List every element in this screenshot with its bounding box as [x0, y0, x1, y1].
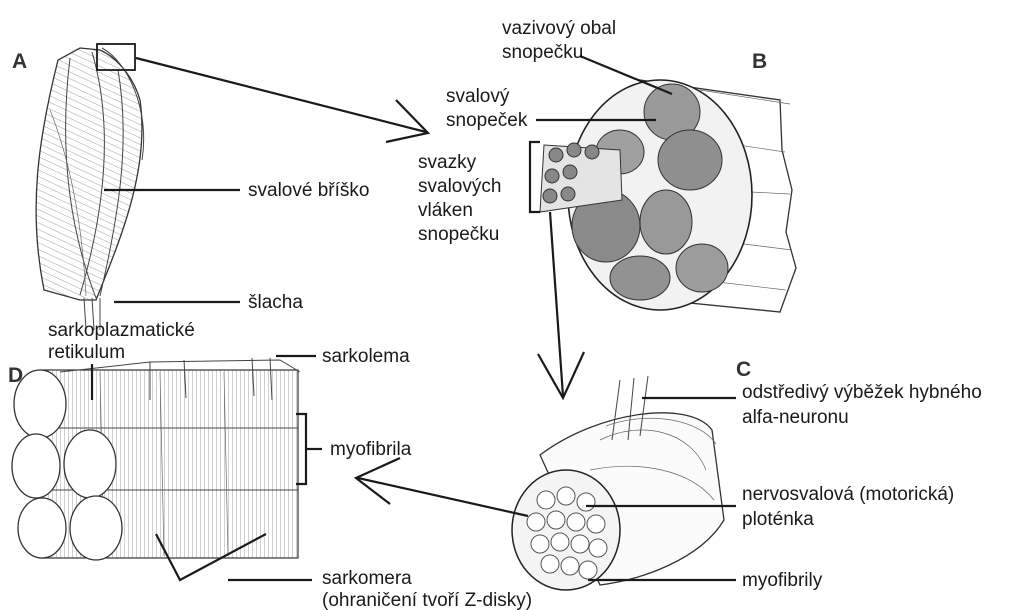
myofibrils-label: myofibrily: [742, 570, 823, 591]
sarcomere-label-line1: sarkomera: [322, 568, 412, 589]
sarcolemma-label: sarkolema: [322, 346, 410, 367]
bundles-label-line3: vláken: [418, 200, 473, 221]
panel-b: B vazivový obal snopečku svalový snopeče: [418, 18, 796, 312]
sr-label-line2: retikulum: [48, 342, 125, 363]
panel-b-letter: B: [752, 50, 767, 73]
zoom-arrow-c-to-d: [356, 458, 528, 516]
zoom-arrow-a-to-b: [136, 58, 428, 142]
fascicle-label-line2: snopeček: [446, 110, 528, 131]
endplate-label-line2: ploténka: [742, 509, 814, 530]
axon-label-line2: alfa-neuronu: [742, 407, 849, 428]
bundles-label-line1: svazky: [418, 152, 477, 173]
panel-a-letter: A: [12, 50, 27, 73]
tendon-label: šlacha: [248, 292, 303, 313]
axon-label-line1: odstředivý výběžek hybného: [742, 382, 982, 403]
belly-label: svalové bříško: [248, 180, 369, 201]
panel-c: C odstředivý výběžek hybného alfa-neuron…: [512, 358, 982, 591]
myofibril-bundle-drawing: [12, 358, 300, 560]
bundles-label-line2: svalových: [418, 176, 501, 197]
endplate-label-line1: nervosvalová (motorická): [742, 484, 954, 505]
panel-c-letter: C: [736, 358, 751, 381]
panel-a: A svalové bříško šlacha: [12, 44, 369, 330]
bundles-label-line4: snopečku: [418, 224, 499, 245]
sheath-label-line2: snopečku: [502, 42, 583, 63]
bundles-bracket: [530, 142, 540, 212]
sheath-label-line1: vazivový obal: [502, 18, 616, 39]
muscle-fibre-drawing: [512, 376, 724, 590]
fascicle-cross-section-drawing: [540, 80, 796, 312]
sarcomere-label-line2: (ohraničení tvoří Z-disky): [322, 590, 532, 610]
myofibril-label: myofibrila: [330, 439, 412, 460]
fascicle-label-line1: svalový: [446, 86, 510, 107]
panel-d: D sarkoplazmatické retikulum sarkolema m…: [8, 320, 532, 610]
sr-label-line1: sarkoplazmatické: [48, 320, 195, 341]
